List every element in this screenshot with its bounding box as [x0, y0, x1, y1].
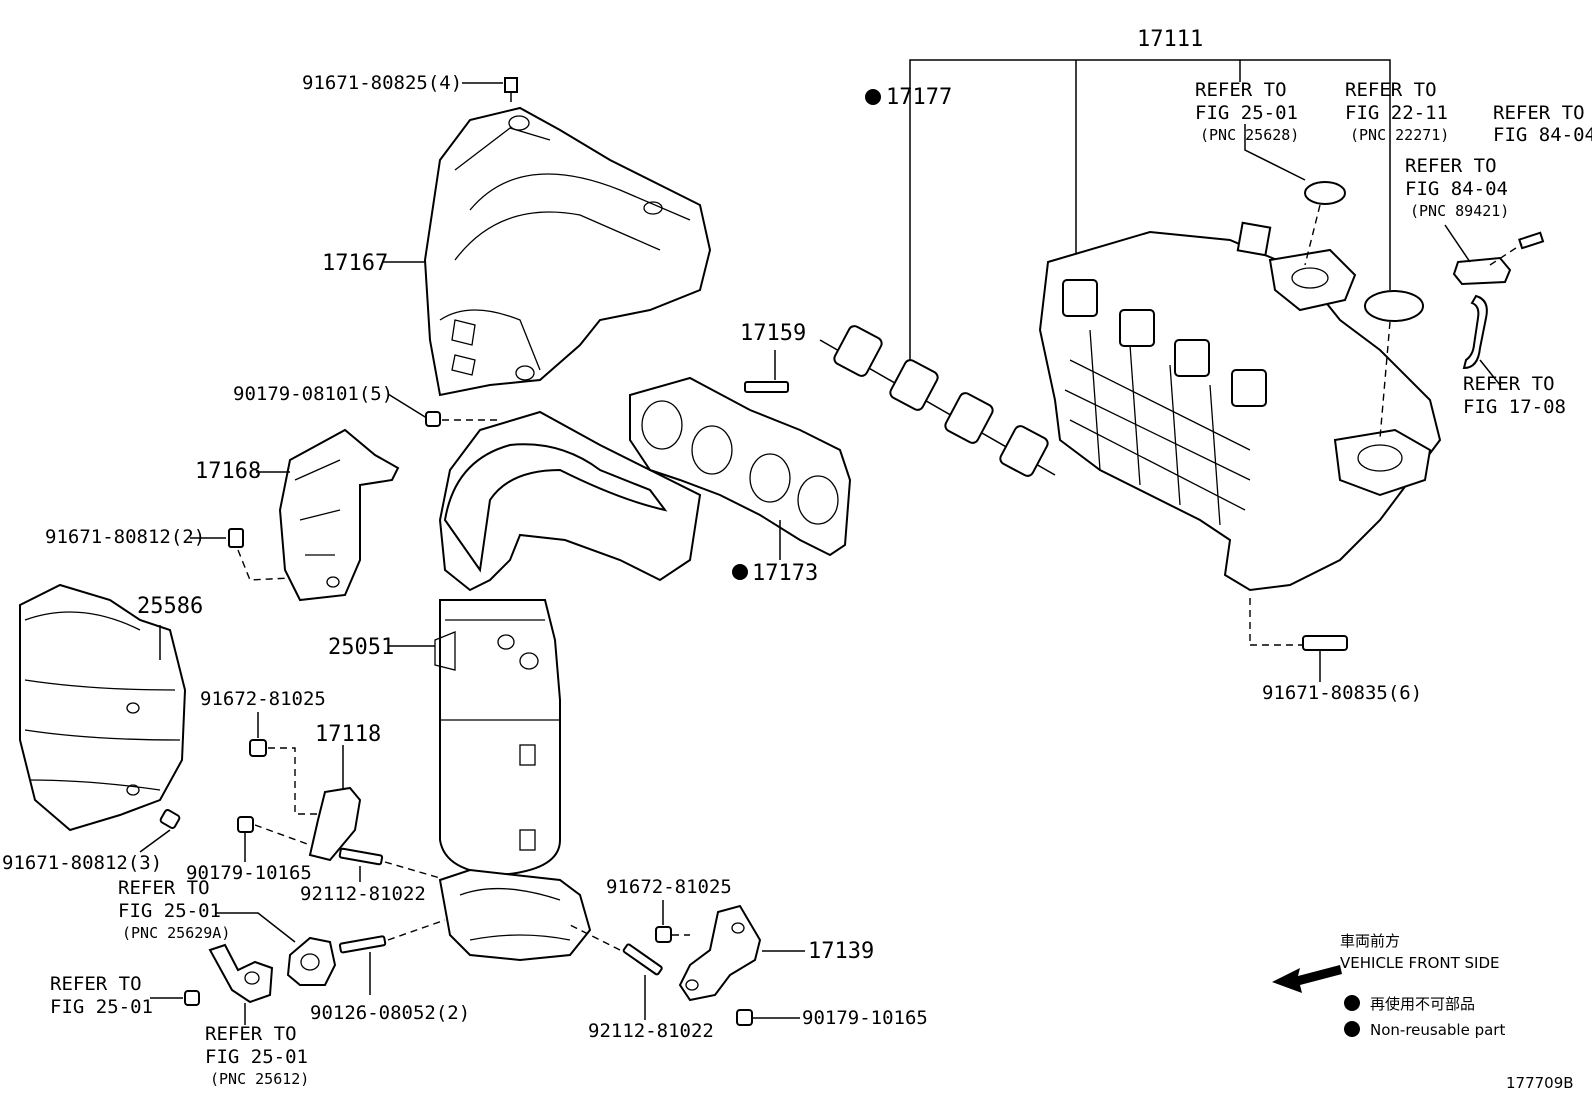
- stud-92112-81022-a: [338, 847, 384, 866]
- intake-gaskets-17177: [819, 325, 1056, 477]
- label-17167: 17167: [322, 251, 388, 276]
- bracket-17139: [678, 904, 762, 1002]
- label-91671-80812-2: 91671-80812(2): [45, 526, 205, 548]
- label-17159: 17159: [740, 321, 806, 346]
- svg-text:FIG 25-01: FIG 25-01: [118, 900, 221, 922]
- label-90179-10165-b: 90179-10165: [802, 1007, 928, 1029]
- nut-90179-08101: [425, 411, 441, 427]
- label-91671-80835: 91671-80835(6): [1262, 682, 1422, 704]
- label-17139: 17139: [808, 939, 874, 964]
- heat-insulator-17168: [278, 428, 400, 602]
- label-17173: 17173: [752, 561, 818, 586]
- non-reusable-dot: [865, 89, 881, 105]
- heat-insulator-17167: [423, 106, 712, 397]
- exhaust-gasket-17173: [629, 376, 852, 557]
- label-92112-81022-b: 92112-81022: [588, 1020, 714, 1042]
- label-17111: 17111: [1137, 27, 1203, 52]
- svg-text:FIG 84-04: FIG 84-04: [1493, 124, 1592, 146]
- intake-manifold-17111: [1038, 221, 1442, 592]
- svg-text:FIG 84-04: FIG 84-04: [1405, 178, 1508, 200]
- diagram-id: 177709B: [1506, 1074, 1574, 1092]
- non-reusable-dot-icon: [1344, 1021, 1360, 1037]
- svg-text:(PNC 22271): (PNC 22271): [1350, 126, 1449, 144]
- refer-note-25-01-left: REFER TO FIG 25-01: [50, 973, 153, 1018]
- refer-note-25628: REFER TO FIG 25-01 (PNC 25628): [1195, 79, 1299, 144]
- sensor-89421: [1444, 224, 1545, 386]
- label-90179-10165-a: 90179-10165: [186, 862, 312, 884]
- vehicle-front-en: VEHICLE FRONT SIDE: [1340, 954, 1500, 972]
- nut-fig25-01: [184, 990, 200, 1006]
- heat-insulator-25586: [19, 583, 187, 832]
- refer-note-25629A: REFER TO FIG 25-01 (PNC 25629A): [118, 877, 230, 942]
- svg-text:(PNC 25628): (PNC 25628): [1200, 126, 1299, 144]
- bolt-91671-80825: [504, 77, 518, 93]
- svg-text:FIG 25-01: FIG 25-01: [1195, 102, 1298, 124]
- non-reusable-en: Non-reusable part: [1370, 1021, 1505, 1039]
- svg-text:(PNC 25629A): (PNC 25629A): [122, 924, 230, 942]
- svg-text:REFER TO: REFER TO: [1493, 102, 1585, 124]
- label-90126-08052: 90126-08052(2): [310, 1002, 470, 1024]
- label-17177: 17177: [886, 85, 952, 110]
- nut-90179-10165-a: [237, 816, 254, 833]
- exhaust-manifold-25051: [434, 410, 702, 962]
- stud-17159: [744, 381, 789, 393]
- bolt-91671-80812-2: [228, 528, 244, 548]
- svg-text:REFER TO: REFER TO: [205, 1023, 297, 1045]
- gasket-25629A: [286, 936, 337, 986]
- non-reusable-dot-icon: [1344, 995, 1360, 1011]
- refer-note-17-08: REFER TO FIG 17-08: [1463, 373, 1566, 418]
- nut-90179-10165-b: [736, 1009, 753, 1026]
- o-ring-22271: [1364, 290, 1424, 322]
- bolt-91672-81025-a: [249, 739, 267, 757]
- svg-text:(PNC 25612): (PNC 25612): [210, 1070, 309, 1088]
- vehicle-front-jp: 車両前方: [1340, 932, 1400, 950]
- svg-text:FIG 25-01: FIG 25-01: [50, 996, 153, 1018]
- refer-note-89421: REFER TO FIG 84-04 (PNC 89421): [1405, 155, 1509, 220]
- label-91671-80812-3: 91671-80812(3): [2, 852, 162, 874]
- label-91671-80825: 91671-80825(4): [302, 72, 462, 94]
- svg-text:FIG 17-08: FIG 17-08: [1463, 396, 1566, 418]
- label-25586: 25586: [137, 594, 203, 619]
- refer-note-22271: REFER TO FIG 22-11 (PNC 22271): [1345, 79, 1449, 144]
- svg-text:REFER TO: REFER TO: [1463, 373, 1555, 395]
- svg-text:REFER TO: REFER TO: [1405, 155, 1497, 177]
- legend: 車両前方 VEHICLE FRONT SIDE 再使用不可部品 Non-reus…: [1272, 932, 1505, 1039]
- refer-note-84-04-top: REFER TO FIG 84-04: [1493, 102, 1592, 146]
- label-91672-81025-b: 91672-81025: [606, 876, 732, 898]
- stud-90126-08052: [338, 935, 387, 954]
- label-90179-08101: 90179-08101(5): [233, 383, 393, 405]
- svg-text:FIG 25-01: FIG 25-01: [205, 1046, 308, 1068]
- svg-text:(PNC 89421): (PNC 89421): [1410, 202, 1509, 220]
- clamp-25612: [208, 943, 274, 1004]
- bolt-91671-80835: [1302, 635, 1348, 651]
- front-arrow-icon: [1272, 965, 1342, 993]
- svg-text:REFER TO: REFER TO: [1345, 79, 1437, 101]
- o-ring-25628: [1304, 181, 1346, 205]
- non-reusable-dot: [732, 564, 748, 580]
- svg-text:REFER TO: REFER TO: [1195, 79, 1287, 101]
- label-91672-81025-a: 91672-81025: [200, 688, 326, 710]
- bracket-17118: [308, 786, 362, 862]
- label-92112-81022-a: 92112-81022: [300, 883, 426, 905]
- label-17168: 17168: [195, 459, 261, 484]
- refer-note-25612: REFER TO FIG 25-01 (PNC 25612): [205, 1023, 309, 1088]
- svg-text:REFER TO: REFER TO: [118, 877, 210, 899]
- bolt-91671-80812-3: [159, 809, 181, 829]
- non-reusable-jp: 再使用不可部品: [1370, 995, 1475, 1013]
- bolt-91672-81025-b: [655, 926, 672, 943]
- bracket-17111: [909, 59, 1391, 370]
- svg-text:FIG 22-11: FIG 22-11: [1345, 102, 1448, 124]
- svg-text:REFER TO: REFER TO: [50, 973, 142, 995]
- label-25051: 25051: [328, 635, 394, 660]
- label-17118: 17118: [315, 722, 381, 747]
- stud-92112-81022-b: [622, 943, 663, 976]
